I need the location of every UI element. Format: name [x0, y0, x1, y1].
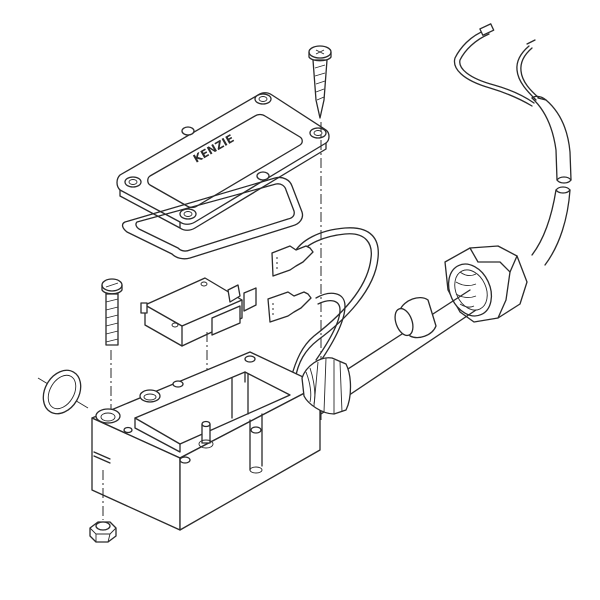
spade-connectors: [267, 245, 314, 323]
cover-plate: KENZIE: [116, 92, 330, 231]
cable-gland-body: [301, 357, 352, 415]
gland-seal: [394, 296, 437, 339]
o-ring: [37, 369, 89, 415]
hex-nut: [89, 470, 117, 543]
cover-gasket: [121, 176, 304, 260]
gland-nut: [444, 245, 528, 323]
cable: [453, 23, 572, 266]
mounting-screw: [101, 278, 123, 410]
micro-switch: [140, 277, 257, 420]
housing: [91, 351, 321, 531]
wire-loop: [290, 227, 379, 381]
